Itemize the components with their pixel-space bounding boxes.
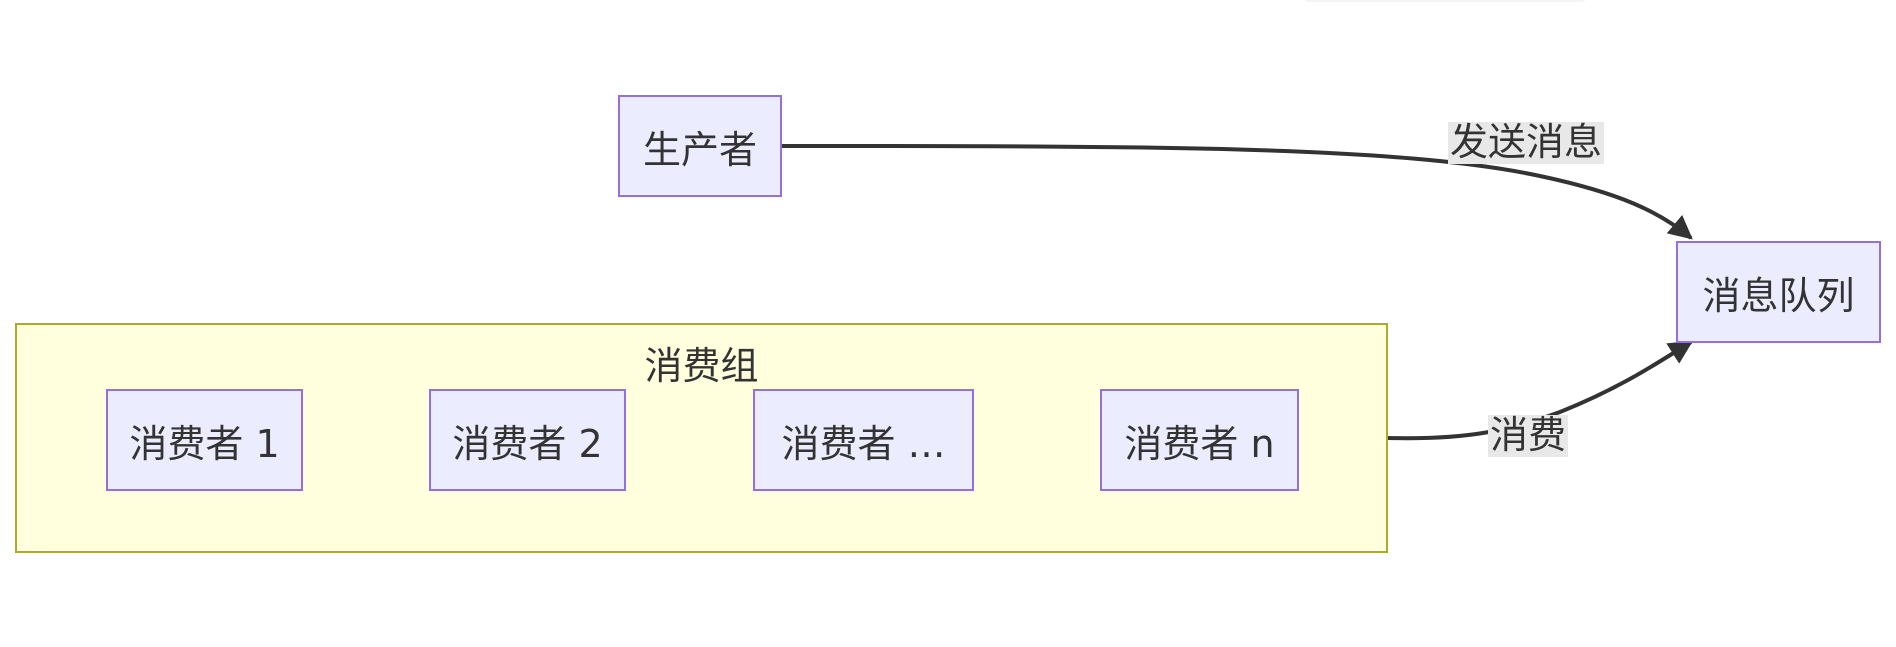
consumer-1-node: 消费者 1 (106, 389, 303, 491)
edge-label-consume: 消费 (1488, 413, 1569, 457)
consumer-ellipsis-node: 消费者 … (753, 389, 974, 491)
consumer-ellipsis-label: 消费者 … (781, 421, 946, 466)
consumer-2-label: 消费者 2 (452, 421, 603, 466)
message-queue-node: 消息队列 (1676, 241, 1881, 343)
top-decoration (1300, 0, 1590, 2)
producer-node: 生产者 (618, 95, 782, 197)
consumer-n-label: 消费者 n (1124, 421, 1275, 466)
consumer-n-node: 消费者 n (1100, 389, 1299, 491)
consumer-2-node: 消费者 2 (429, 389, 626, 491)
consumer-1-label: 消费者 1 (129, 421, 280, 466)
consumer-group-title: 消费组 (644, 344, 759, 388)
edge-label-send: 发送消息 (1448, 120, 1605, 164)
producer-label: 生产者 (642, 127, 757, 172)
message-queue-label: 消息队列 (1702, 273, 1855, 318)
consumer-group: 消费组 消费者 1 消费者 2 消费者 … 消费者 n (15, 323, 1388, 553)
edge-group-to-queue (1387, 340, 1694, 441)
edge-producer-to-queue (781, 144, 1693, 240)
